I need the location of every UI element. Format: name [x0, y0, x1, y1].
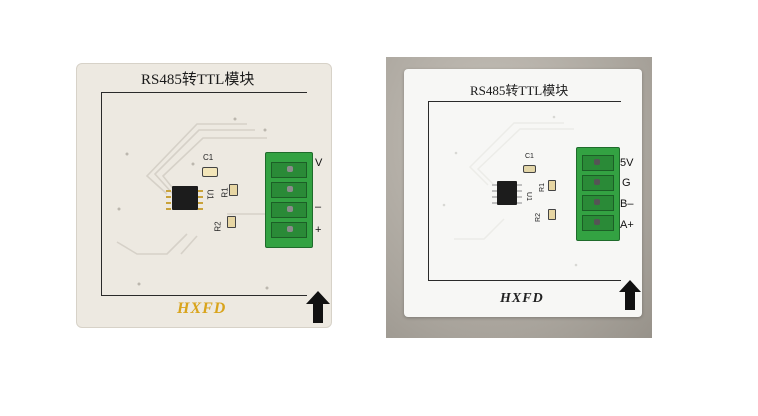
ic-pin — [517, 190, 522, 192]
pcb-render-board: RS485转TTL模块 C1 U1 R1 R2 — [76, 63, 332, 328]
terminal-label-b: B– — [620, 198, 634, 210]
board-outline — [428, 101, 621, 281]
resistor-r2 — [548, 209, 556, 220]
ic-pin — [198, 190, 203, 192]
ic-pin — [166, 190, 171, 192]
ic-pin — [492, 202, 497, 204]
ic-pin — [517, 184, 522, 186]
capacitor-c1 — [523, 165, 536, 173]
terminal-screw — [287, 166, 293, 172]
terminal-screw — [594, 159, 600, 165]
resistor-r1 — [548, 180, 556, 191]
ic-pin — [492, 190, 497, 192]
terminal-screw — [287, 226, 293, 232]
ic-pin — [198, 196, 203, 198]
ic-u1 — [172, 186, 198, 210]
ic-pin — [166, 202, 171, 204]
terminal-label-g: G — [622, 177, 631, 189]
pcb-photo-board: RS485转TTL模块 C1 U1 R1 R2 5V G B– A+ — [404, 69, 642, 317]
board-outline — [101, 92, 307, 296]
c1-label: C1 — [203, 153, 214, 162]
up-arrow-icon — [619, 280, 641, 310]
ic-pin — [517, 202, 522, 204]
terminal-label-3: – — [315, 201, 322, 213]
board-title: RS485转TTL模块 — [141, 72, 255, 88]
c1-label: C1 — [525, 153, 534, 160]
r2-label: R2 — [534, 213, 542, 222]
terminal-screw — [594, 179, 600, 185]
ic-pin — [517, 196, 522, 198]
ic-pin — [198, 208, 203, 210]
terminal-label-a: A+ — [620, 219, 634, 231]
brand-logo: HXFD — [500, 291, 544, 306]
capacitor-c1 — [202, 167, 218, 177]
ic-pin — [166, 208, 171, 210]
resistor-r1 — [229, 184, 238, 196]
ic-pin — [492, 184, 497, 186]
ic-u1 — [497, 181, 517, 205]
ic-pin — [198, 202, 203, 204]
r1-label: R1 — [538, 183, 546, 192]
pcb-traces — [442, 115, 578, 267]
brand-logo: HXFD — [177, 300, 227, 317]
r2-label: R2 — [213, 221, 223, 232]
ic-pin — [166, 196, 171, 198]
terminal-label-1: V — [315, 157, 323, 169]
terminal-screw — [287, 206, 293, 212]
terminal-screw — [594, 219, 600, 225]
ic-pin — [492, 196, 497, 198]
r1-label: R1 — [220, 187, 230, 198]
terminal-screw — [287, 186, 293, 192]
terminal-screw — [594, 199, 600, 205]
u1-label: U1 — [524, 192, 532, 201]
resistor-r2 — [227, 216, 236, 228]
terminal-label-4: + — [315, 224, 322, 236]
board-title: RS485转TTL模块 — [470, 83, 569, 98]
u1-label: U1 — [205, 189, 215, 200]
up-arrow-icon — [306, 291, 330, 323]
terminal-label-5v: 5V — [620, 157, 634, 169]
